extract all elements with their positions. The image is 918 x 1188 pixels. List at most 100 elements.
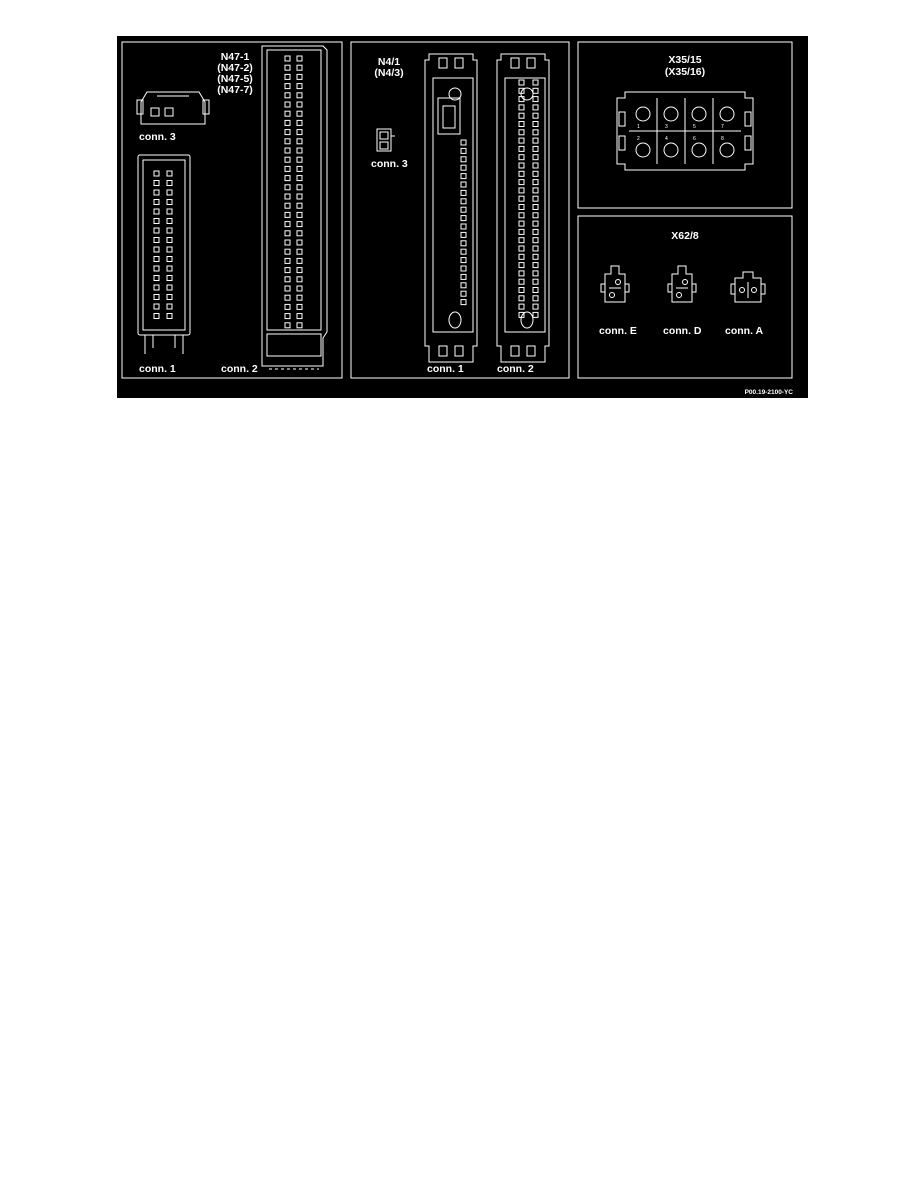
x62-title: X62/8 [671, 230, 699, 242]
pin-cavity [532, 129, 539, 136]
pin-cavity [284, 92, 291, 99]
pin-cavity [518, 212, 525, 219]
pin-cavity [166, 180, 173, 186]
pin-cavity [460, 198, 467, 205]
n47-conn2-shape [261, 45, 328, 370]
pin-cavity [518, 104, 525, 111]
pin-cavity [296, 138, 303, 145]
panel-n47: N47-1 (N47-2) (N47-5) (N47-7) conn. 3 co… [136, 45, 328, 375]
x35-pin-4: 4 [665, 136, 668, 142]
pin-cavity [284, 202, 291, 209]
pin-cavity [153, 275, 160, 281]
pin-cavity [166, 303, 173, 310]
pin-cavity [518, 295, 525, 302]
pin-cavity [532, 295, 539, 302]
pin-cavity [518, 303, 525, 310]
pin-cavity [284, 156, 291, 163]
pin-cavity [296, 156, 303, 163]
n4-conn3-label: conn. 3 [371, 158, 408, 170]
x35-pin-2: 2 [637, 136, 640, 142]
pin-cavity [153, 227, 160, 234]
pin-cavity [460, 139, 467, 146]
pin-cavity [460, 189, 467, 196]
pin-cavity [518, 96, 525, 103]
pin-cavity [518, 179, 525, 186]
pin-cavity [460, 231, 467, 238]
pin-cavity [532, 278, 539, 285]
pin-cavity [284, 239, 291, 246]
pin-cavity [296, 202, 303, 209]
pin-cavity [518, 278, 525, 285]
pin-cavity [518, 170, 525, 177]
pin-cavity [296, 211, 303, 218]
n4-conn1-label: conn. 1 [427, 363, 464, 375]
pin-cavity [166, 246, 173, 253]
pin-cavity [296, 221, 303, 228]
pin-cavity [532, 195, 539, 202]
figure-code: P00.19-2100-YC [745, 389, 794, 396]
pin-cavity [166, 275, 173, 281]
pin-cavity [532, 245, 539, 252]
pin-cavity [460, 181, 467, 188]
pin-cavity [518, 270, 525, 277]
pin-cavity [518, 253, 525, 260]
pin-cavity [153, 199, 160, 205]
pin-cavity [518, 129, 525, 136]
pin-cavity [532, 121, 539, 127]
pin-cavity [166, 294, 173, 300]
panel-x35-border [577, 41, 793, 209]
pin-cavity [284, 285, 291, 292]
pin-cavity [296, 248, 303, 255]
pin-cavity [296, 73, 303, 80]
n47-title-3: (N47-5) [217, 73, 253, 85]
pin-cavity [532, 187, 539, 194]
pin-cavity [153, 218, 160, 224]
pin-cavity [284, 313, 291, 320]
panel-x62: X62/8 conn. E conn. D conn. A [599, 230, 766, 337]
pin-cavity [296, 119, 303, 126]
pin-cavity [296, 175, 303, 182]
pin-cavity [153, 313, 160, 319]
pin-cavity [460, 257, 467, 264]
n47-conn3-shape [136, 91, 210, 125]
pin-cavity [284, 257, 291, 264]
pin-cavity [284, 110, 291, 117]
pin-cavity [532, 253, 539, 260]
pin-cavity [460, 223, 467, 230]
x35-pin-6: 6 [693, 136, 696, 142]
pin-cavity [460, 273, 467, 280]
pin-cavity [532, 145, 539, 152]
pin-cavity [532, 179, 539, 186]
x35-pin-8: 8 [721, 136, 724, 142]
x62-connE-label: conn. E [599, 325, 637, 337]
x35-pin-7: 7 [721, 124, 724, 130]
pin-cavity [518, 311, 525, 318]
panel-n4-border [350, 41, 570, 379]
pin-cavity [460, 156, 467, 163]
pin-cavity [284, 175, 291, 182]
pin-cavity [532, 212, 539, 219]
x62-connD-shape [667, 265, 697, 303]
pin-cavity [284, 294, 291, 301]
pin-cavity [284, 267, 291, 274]
pin-cavity [296, 230, 303, 237]
pin-cavity [284, 193, 291, 200]
pin-cavity [284, 276, 291, 283]
pin-cavity [460, 282, 467, 289]
pin-cavity [518, 121, 525, 127]
pin-cavity [532, 96, 539, 103]
pin-cavity [518, 237, 525, 244]
n47-title-2: (N47-2) [217, 62, 253, 74]
pin-cavity [153, 303, 160, 310]
pin-cavity [460, 164, 467, 171]
pin-cavity [153, 208, 160, 215]
pin-cavity [166, 170, 173, 177]
pin-cavity [284, 138, 291, 145]
pin-cavity [166, 199, 173, 205]
pin-cavity [153, 294, 160, 300]
pin-cavity [296, 101, 303, 108]
n4-conn2-shape [496, 53, 550, 363]
pin-cavity [296, 165, 303, 172]
pin-cavity [284, 211, 291, 218]
pin-cavity [153, 237, 160, 243]
